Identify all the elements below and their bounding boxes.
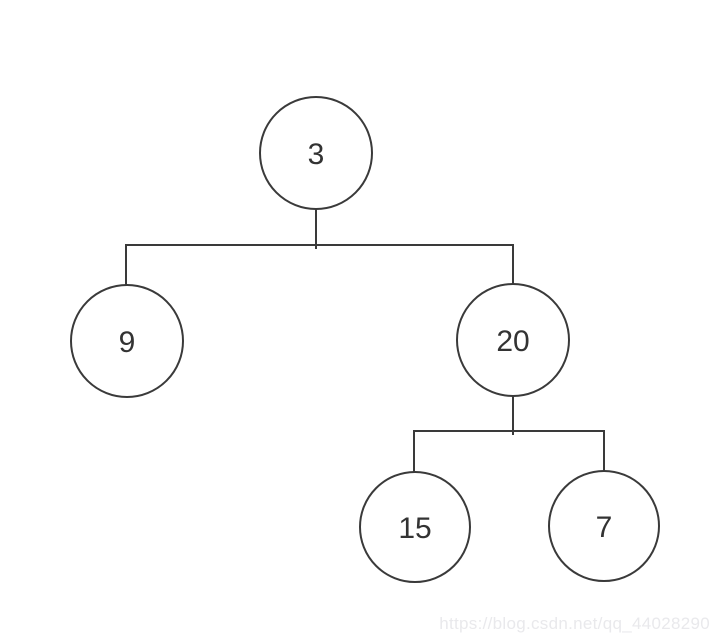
tree-node-7: 7	[548, 470, 660, 582]
tree-node-3: 3	[259, 96, 373, 210]
tree-node-label: 3	[308, 138, 325, 171]
csdn-watermark: https://blog.csdn.net/qq_44028290	[439, 614, 710, 633]
tree-node-label: 20	[496, 325, 529, 358]
tree-node-circle	[456, 283, 570, 397]
tree-node-circle	[548, 470, 660, 582]
tree-node-label: 15	[398, 512, 431, 545]
tree-node-circle	[259, 96, 373, 210]
tree-node-9: 9	[70, 284, 184, 398]
tree-node-label: 9	[119, 326, 136, 359]
tree-node-circle	[359, 471, 471, 583]
tree-node-label: 7	[596, 511, 613, 544]
tree-node-15: 15	[359, 471, 471, 583]
tree-node-20: 20	[456, 283, 570, 397]
tree-node-circle	[70, 284, 184, 398]
